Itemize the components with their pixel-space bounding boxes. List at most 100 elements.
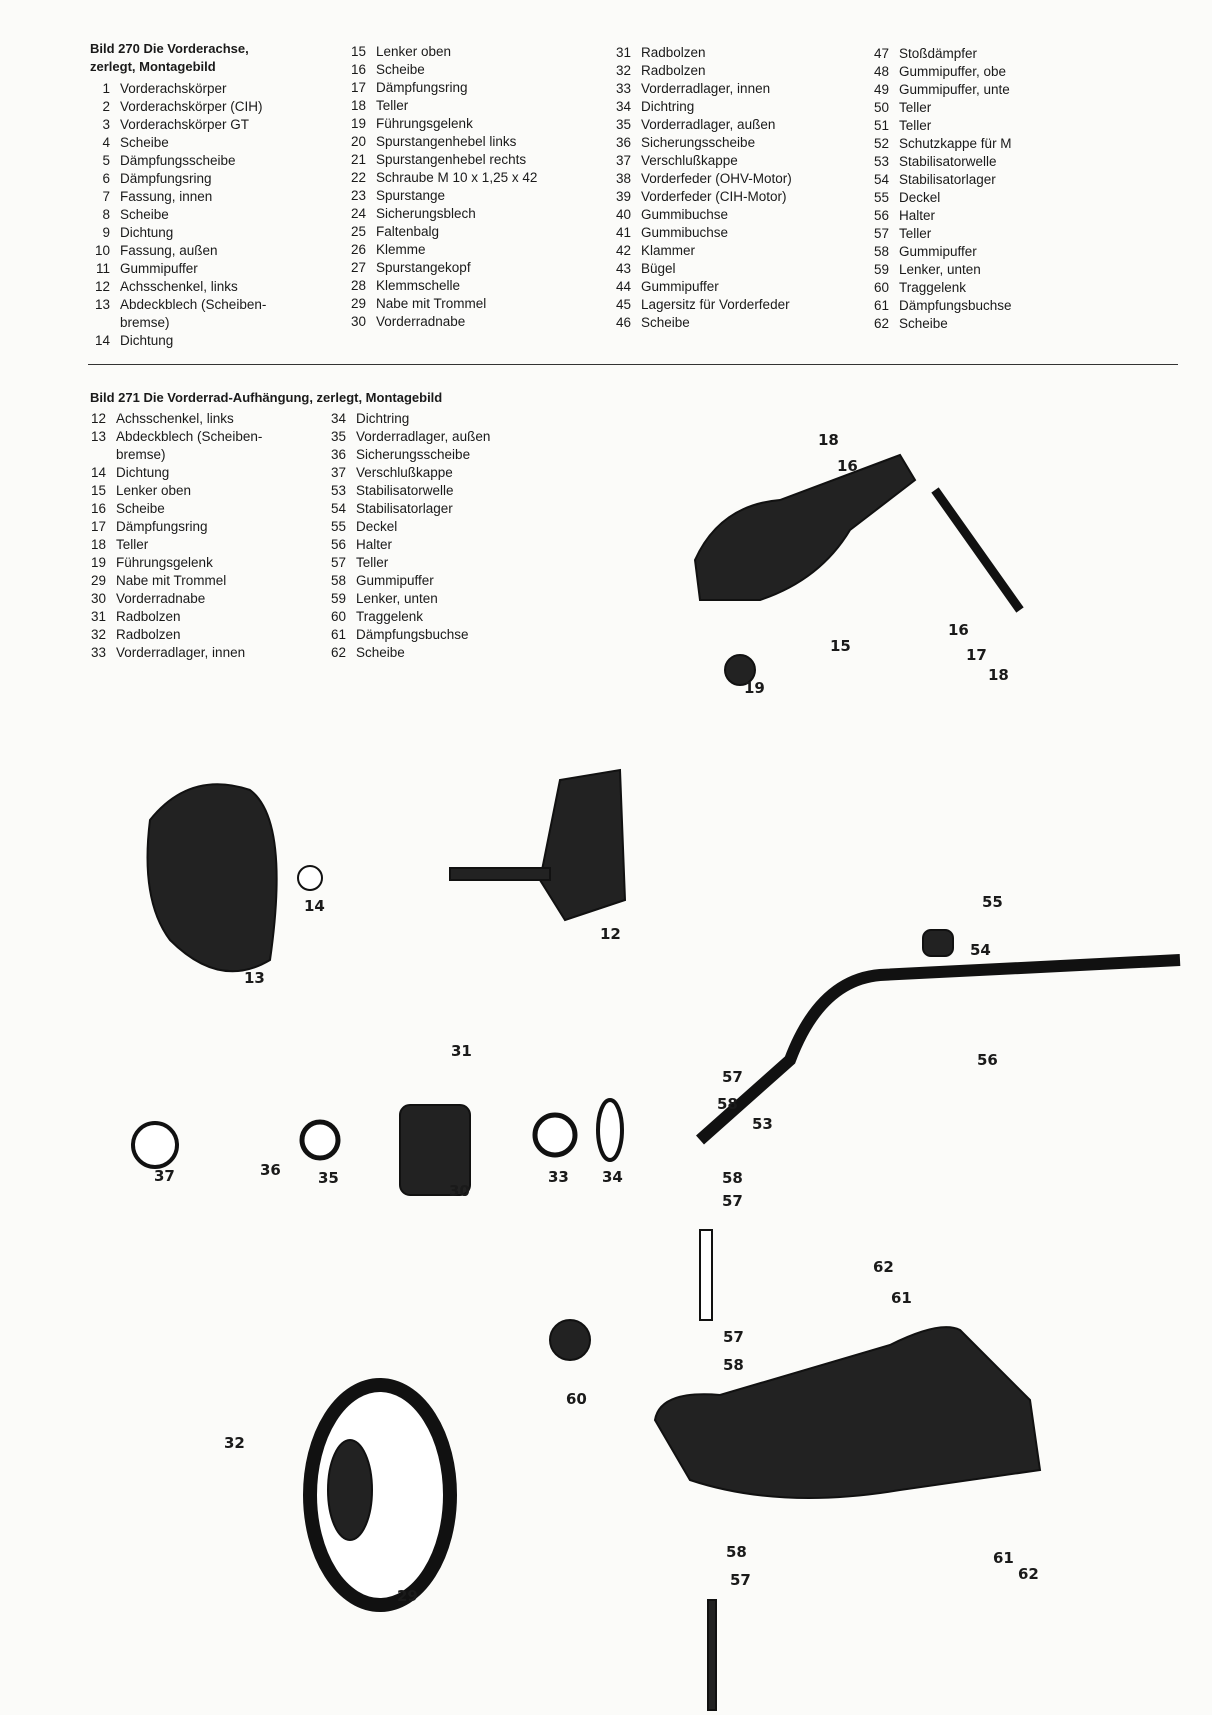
part-name: Faltenbalg: [376, 224, 440, 239]
ball-joint: [549, 1319, 591, 1361]
part-name: Bügel: [641, 261, 676, 276]
part-number: 27: [350, 260, 366, 275]
part-number: 35: [615, 117, 631, 132]
part-name: Gummipuffer: [641, 279, 719, 294]
part-number: 8: [102, 207, 110, 222]
part-name: Lenker, unten: [356, 591, 438, 606]
part-number: 51: [873, 118, 889, 133]
part-name: Führungsgelenk: [376, 116, 473, 131]
part-name: Stabilisatorlager: [356, 501, 453, 516]
part-name: Vorderfeder (CIH-Motor): [641, 189, 787, 204]
part-name: Deckel: [356, 519, 398, 534]
part-name: Vorderradlager, innen: [116, 645, 246, 660]
part-number: 15: [90, 483, 106, 498]
section-divider: [88, 364, 1178, 365]
part-number: 28: [350, 278, 366, 293]
grease-cap: [131, 1121, 179, 1169]
part-name: Vorderradlager, außen: [641, 117, 776, 132]
part-callout: 57: [722, 1192, 743, 1210]
part-number: 17: [350, 80, 366, 95]
part-number: 19: [350, 116, 366, 131]
part-name: Lagersitz für Vorderfeder: [641, 297, 790, 312]
part-callout: 56: [977, 1051, 998, 1069]
part-name: Traggelenk: [899, 280, 967, 295]
part-callout: 33: [548, 1168, 569, 1186]
part-name: Teller: [376, 98, 409, 113]
part-number: 60: [873, 280, 889, 295]
part-number: 5: [102, 153, 110, 168]
part-name: Nabe mit Trommel: [376, 296, 487, 311]
part-name: Teller: [116, 537, 149, 552]
part-number: 36: [330, 447, 346, 462]
part-number: 38: [615, 171, 631, 186]
part-number: 2: [102, 99, 110, 114]
part-number: 57: [873, 226, 889, 241]
part-name: Vorderradlager, außen: [356, 429, 491, 444]
part-name: Abdeckblech (Scheiben-: [120, 297, 267, 312]
part-callout: 61: [891, 1289, 912, 1307]
part-number: 13: [90, 429, 106, 444]
part-number: 21: [350, 152, 366, 167]
spindle: [449, 867, 551, 881]
part-name: Scheibe: [376, 62, 425, 77]
part-number: 54: [873, 172, 889, 187]
part-name: Stoßdämpfer: [899, 46, 978, 61]
part-number: 33: [615, 81, 631, 96]
stabilizer-bushing: [922, 929, 954, 957]
part-callout: 57: [730, 1571, 751, 1589]
part-callout: 34: [602, 1168, 623, 1186]
part-number: 17: [90, 519, 106, 534]
part-name: Stabilisatorlager: [899, 172, 996, 187]
part-callout: 18: [818, 431, 839, 449]
part-name: Gummipuffer, unte: [899, 82, 1010, 97]
part-name: Radbolzen: [116, 627, 181, 642]
upper-arm-rod: [931, 487, 1024, 613]
part-number: 42: [615, 243, 631, 258]
part-number: 61: [873, 298, 889, 313]
long-bolt: [707, 1599, 717, 1711]
part-number: 32: [90, 627, 106, 642]
outer-bearing: [299, 1119, 341, 1161]
part-name: Gummipuffer: [356, 573, 434, 588]
part-name: Teller: [899, 226, 932, 241]
part-number: 24: [350, 206, 366, 221]
part-number: 41: [615, 225, 631, 240]
part-number: 36: [615, 135, 631, 150]
brake-drum: [303, 1378, 457, 1612]
part-number: 46: [615, 315, 631, 330]
part-number: 14: [90, 465, 106, 480]
part-name: Schraube M 10 x 1,25 x 42: [376, 170, 538, 185]
part-number: 9: [102, 225, 110, 240]
part-number: 58: [873, 244, 889, 259]
parts-list-item: 60 Traggelenk: [863, 279, 1012, 297]
part-callout: 35: [318, 1169, 339, 1187]
part-callout: 60: [566, 1390, 587, 1408]
